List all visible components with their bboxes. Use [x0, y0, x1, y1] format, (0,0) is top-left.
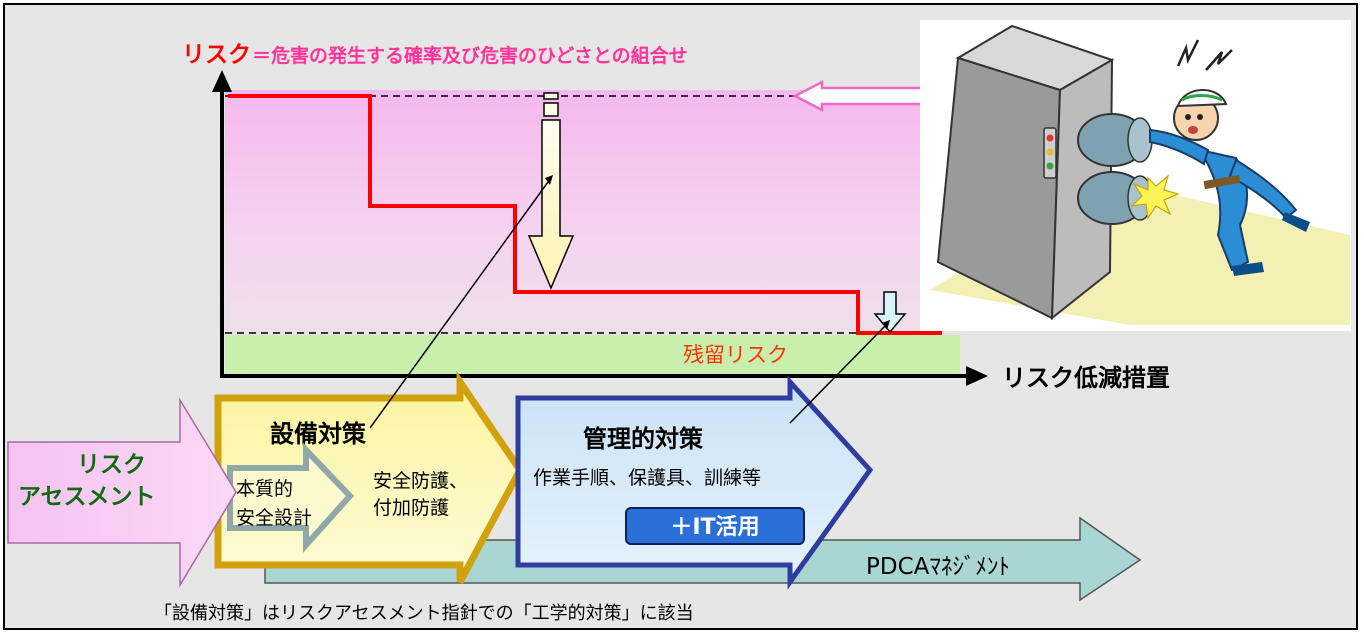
- risk-assessment-line1: リスク: [77, 452, 146, 478]
- equipment-measures-arrow: [214, 370, 525, 584]
- management-measures-label: 管理的対策: [583, 425, 704, 453]
- risk-assessment-arrow: [7, 397, 237, 588]
- worker-eye-right: [1197, 114, 1203, 120]
- inherent-label-line1: 本質的: [236, 478, 293, 500]
- inherent-safety-arrow: [227, 442, 355, 553]
- title-risk-word: リスク: [182, 42, 251, 68]
- helmet-stripe: [1181, 94, 1223, 102]
- worker-belt: [1203, 174, 1241, 190]
- management-reduction-arrow: [873, 291, 907, 334]
- worker-mouth: [1188, 126, 1198, 134]
- protection-label-line2: 付加防護: [373, 497, 449, 519]
- management-connector-head: [882, 320, 890, 330]
- worker-arm: [1149, 128, 1210, 166]
- it-badge: [625, 507, 805, 545]
- y-axis-arrowhead: [212, 70, 232, 92]
- impact-star-icon: [1130, 174, 1180, 220]
- down-arrow-tail-block-1: [543, 92, 559, 100]
- title-definition: ＝危害の発生する確率及び危害のひどさとの組合せ: [252, 44, 688, 67]
- shock-mark-1: [1176, 39, 1200, 67]
- indicator-red-icon: [1046, 134, 1054, 142]
- hazard-pointer-arrow: [792, 79, 940, 113]
- down-arrow-tail-block-2: [543, 102, 559, 117]
- worker-boot-left: [1232, 262, 1264, 276]
- risk-assessment-line2: アセスメント: [18, 484, 156, 510]
- x-axis-label: リスク低減措置: [1002, 364, 1170, 392]
- upper-roller-end: [1127, 117, 1153, 163]
- shock-mark-2: [1205, 49, 1233, 71]
- inherent-label-line2: 安全設計: [236, 507, 312, 529]
- footnote: 「設備対策」はリスクアセスメント指針での「工学的対策」に該当: [154, 603, 694, 624]
- pdca-label: PDCAﾏﾈｼﾞﾒﾝﾄ: [866, 554, 1010, 580]
- worker-boot-right: [1282, 212, 1310, 232]
- equipment-connector-head: [545, 175, 553, 185]
- management-connector-line: [789, 324, 887, 424]
- residual-risk-label: 残留リスク: [683, 343, 788, 367]
- x-axis-arrowhead: [966, 366, 988, 386]
- protection-label-line1: 安全防護、: [373, 470, 468, 492]
- indicator-green-icon: [1046, 162, 1054, 170]
- worker-helmet: [1176, 89, 1228, 108]
- machine-accident-illustration: [920, 20, 1351, 331]
- equipment-connector-line: [369, 181, 549, 429]
- risk-step-line: [228, 94, 942, 335]
- it-badge-label: ＋IT活用: [670, 515, 759, 540]
- management-detail-label: 作業手順、保護具、訓練等: [533, 467, 761, 489]
- equipment-reduction-arrow: [527, 119, 575, 290]
- equipment-measures-label: 設備対策: [270, 420, 367, 448]
- indicator-yellow-icon: [1046, 148, 1054, 156]
- risk-zone: [225, 90, 960, 337]
- residual-risk-zone: [225, 335, 960, 375]
- worker-eye-left: [1185, 114, 1191, 120]
